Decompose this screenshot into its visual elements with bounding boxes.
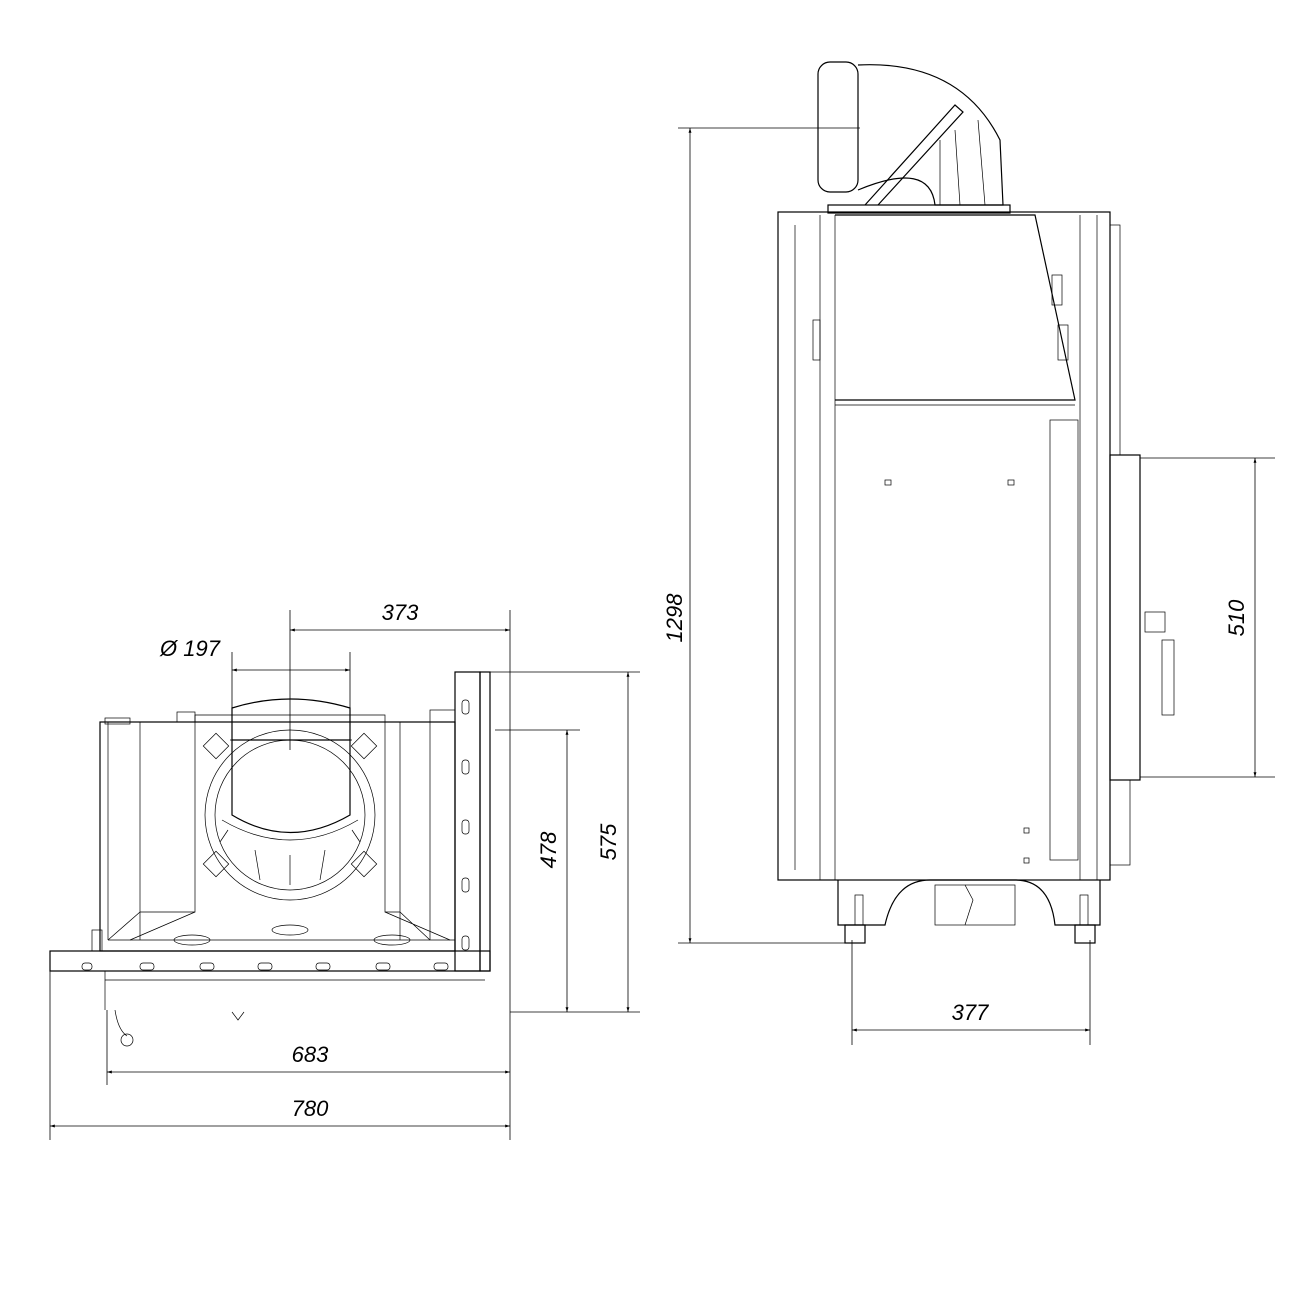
dim-683: 683 bbox=[292, 1042, 329, 1067]
dim-377: 377 bbox=[952, 1000, 989, 1025]
dim-575: 575 bbox=[596, 823, 621, 860]
top-view bbox=[49, 671, 491, 1047]
dimension-labels: 373 Ø 197 575 478 683 780 1298 510 377 bbox=[159, 593, 1249, 1121]
dim-diameter-197: Ø 197 bbox=[159, 636, 221, 661]
dim-1298: 1298 bbox=[662, 593, 687, 643]
side-view bbox=[777, 61, 1175, 944]
dim-373: 373 bbox=[382, 600, 419, 625]
dim-780: 780 bbox=[292, 1096, 329, 1121]
dim-510: 510 bbox=[1224, 599, 1249, 636]
dim-478: 478 bbox=[536, 831, 561, 868]
dimension-lines bbox=[49, 127, 1275, 1140]
